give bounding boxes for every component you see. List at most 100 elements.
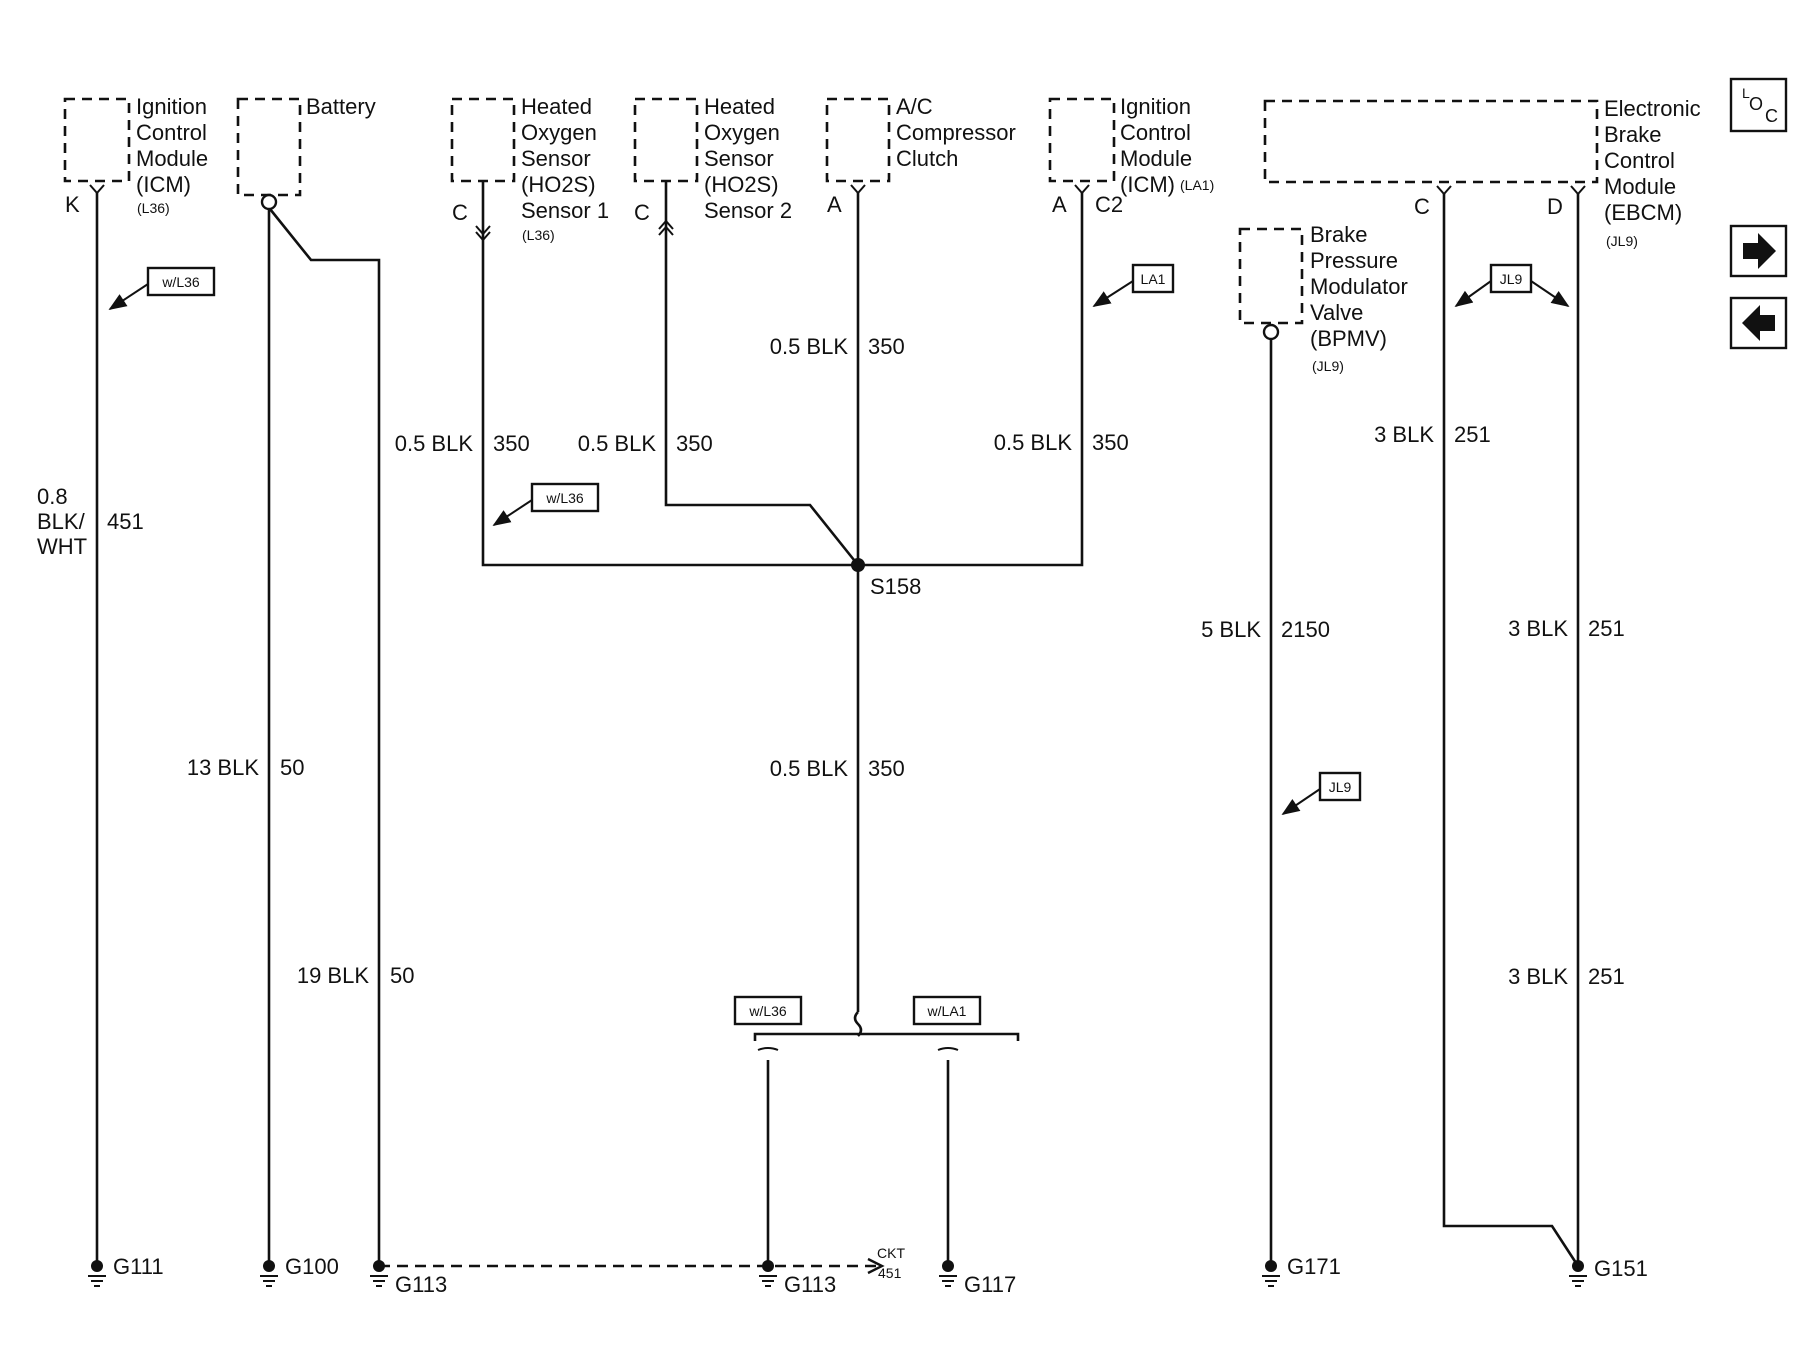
svg-text:JL9: JL9 xyxy=(1329,779,1352,795)
svg-text:Sensor 1: Sensor 1 xyxy=(521,198,609,223)
svg-text:Module: Module xyxy=(136,146,208,171)
svg-text:350: 350 xyxy=(1092,430,1129,455)
svg-text:(JL9): (JL9) xyxy=(1312,358,1344,374)
pin-icm-la1-c2: C2 xyxy=(1095,192,1123,217)
tag-branch-left: w/L36 xyxy=(733,995,803,1026)
svg-text:Sensor: Sensor xyxy=(704,146,774,171)
svg-text:(L36): (L36) xyxy=(522,227,555,243)
icm-la1-label: Ignition Control Module (ICM) (LA1) xyxy=(1120,94,1214,197)
ebcm-label: Electronic Brake Control Module (EBCM) (… xyxy=(1604,96,1701,249)
svg-text:G151: G151 xyxy=(1594,1256,1648,1281)
svg-text:(HO2S): (HO2S) xyxy=(521,172,596,197)
battery-box xyxy=(236,97,302,197)
ac-clutch-box xyxy=(825,97,891,183)
svg-text:G111: G111 xyxy=(113,1254,164,1279)
svg-text:JL9: JL9 xyxy=(1500,271,1523,287)
svg-text:Oxygen: Oxygen xyxy=(704,120,780,145)
svg-text:Sensor 2: Sensor 2 xyxy=(704,198,792,223)
svg-text:Electronic: Electronic xyxy=(1604,96,1701,121)
svg-text:w/L36: w/L36 xyxy=(748,1003,787,1019)
svg-text:(BPMV): (BPMV) xyxy=(1310,326,1387,351)
svg-text:Module: Module xyxy=(1120,146,1192,171)
tag-icm-la1: LA1 xyxy=(1092,263,1175,307)
svg-text:350: 350 xyxy=(676,431,713,456)
loc-icon[interactable]: L O C xyxy=(1729,77,1788,133)
svg-text:Pressure: Pressure xyxy=(1310,248,1398,273)
tag-branch-right: w/LA1 xyxy=(912,995,982,1026)
splice-label: S158 xyxy=(870,574,921,599)
svg-text:L: L xyxy=(1742,85,1750,101)
svg-text:w/LA1: w/LA1 xyxy=(927,1003,967,1019)
svg-text:451: 451 xyxy=(878,1265,902,1281)
prev-arrow-icon[interactable] xyxy=(1729,296,1788,350)
svg-text:2150: 2150 xyxy=(1281,617,1330,642)
ho2s1-box xyxy=(450,97,516,183)
tag-bpmv: JL9 xyxy=(1281,771,1362,816)
svg-text:3 BLK: 3 BLK xyxy=(1374,422,1434,447)
svg-text:Control: Control xyxy=(1120,120,1191,145)
svg-text:13 BLK: 13 BLK xyxy=(187,755,259,780)
icm-l36-label: Ignition Control Module (ICM) (L36) xyxy=(136,94,208,216)
svg-text:G113: G113 xyxy=(395,1272,447,1297)
ebcm-box xyxy=(1263,99,1599,184)
pin-ebcm-c: C xyxy=(1414,194,1430,219)
ground-symbols xyxy=(88,1260,1587,1287)
svg-text:0.8: 0.8 xyxy=(37,484,68,509)
svg-text:50: 50 xyxy=(280,755,304,780)
wire-labels: 0.8 BLK/ WHT 451 13 BLK 50 19 BLK 50 0.5… xyxy=(37,334,1625,989)
svg-text:Control: Control xyxy=(1604,148,1675,173)
svg-text:Clutch: Clutch xyxy=(896,146,958,171)
icm-l36-box xyxy=(63,97,131,183)
bpmv-label: Brake Pressure Modulator Valve (BPMV) (J… xyxy=(1310,222,1408,374)
svg-text:3 BLK: 3 BLK xyxy=(1508,616,1568,641)
svg-text:w/L36: w/L36 xyxy=(161,274,200,290)
svg-text:G171: G171 xyxy=(1287,1254,1341,1279)
svg-text:BLK/: BLK/ xyxy=(37,509,86,534)
svg-text:(ICM): (ICM) xyxy=(136,172,191,197)
svg-text:0.5 BLK: 0.5 BLK xyxy=(994,430,1073,455)
pin-ho2s2: C xyxy=(634,200,650,225)
ckt-ref-label: CKT 451 xyxy=(877,1245,905,1281)
svg-text:(ICM): (ICM) xyxy=(1120,172,1175,197)
svg-text:Brake: Brake xyxy=(1310,222,1367,247)
svg-text:0.5 BLK: 0.5 BLK xyxy=(770,756,849,781)
svg-text:350: 350 xyxy=(868,756,905,781)
splice-dot xyxy=(851,558,865,572)
svg-text:O: O xyxy=(1749,94,1763,114)
tag-ho2s1: w/L36 xyxy=(492,482,600,526)
svg-text:0.5 BLK: 0.5 BLK xyxy=(770,334,849,359)
svg-text:w/L36: w/L36 xyxy=(545,490,584,506)
ho2s1-label: Heated Oxygen Sensor (HO2S) Sensor 1 (L3… xyxy=(521,94,609,243)
ac-clutch-label: A/C Compressor Clutch xyxy=(896,94,1016,171)
terminals xyxy=(89,184,1586,341)
ho2s2-label: Heated Oxygen Sensor (HO2S) Sensor 2 xyxy=(704,94,792,223)
svg-text:350: 350 xyxy=(493,431,530,456)
svg-text:251: 251 xyxy=(1588,616,1625,641)
svg-text:(HO2S): (HO2S) xyxy=(704,172,779,197)
svg-text:G117: G117 xyxy=(964,1272,1016,1297)
svg-text:0.5 BLK: 0.5 BLK xyxy=(578,431,657,456)
svg-text:19 BLK: 19 BLK xyxy=(297,963,369,988)
svg-text:Module: Module xyxy=(1604,174,1676,199)
ho2s2-box xyxy=(633,97,699,183)
svg-text:C: C xyxy=(1765,106,1778,126)
svg-text:251: 251 xyxy=(1588,964,1625,989)
svg-text:G113: G113 xyxy=(784,1272,836,1297)
svg-text:(LA1): (LA1) xyxy=(1180,177,1214,193)
pin-ebcm-d: D xyxy=(1547,194,1563,219)
svg-text:Modulator: Modulator xyxy=(1310,274,1408,299)
svg-text:A/C: A/C xyxy=(896,94,933,119)
svg-text:Heated: Heated xyxy=(521,94,592,119)
next-arrow-icon[interactable] xyxy=(1729,224,1788,278)
pin-icm-l36: K xyxy=(65,192,80,217)
pin-ac: A xyxy=(827,192,842,217)
svg-text:Sensor: Sensor xyxy=(521,146,591,171)
svg-text:50: 50 xyxy=(390,963,414,988)
tag-ebcm: JL9 xyxy=(1454,263,1570,308)
svg-text:Heated: Heated xyxy=(704,94,775,119)
svg-text:5 BLK: 5 BLK xyxy=(1201,617,1261,642)
ground-labels: G111 G100 G113 G113 G117 G171 G151 xyxy=(113,1254,1648,1297)
svg-text:(JL9): (JL9) xyxy=(1606,233,1638,249)
svg-text:G100: G100 xyxy=(285,1254,339,1279)
